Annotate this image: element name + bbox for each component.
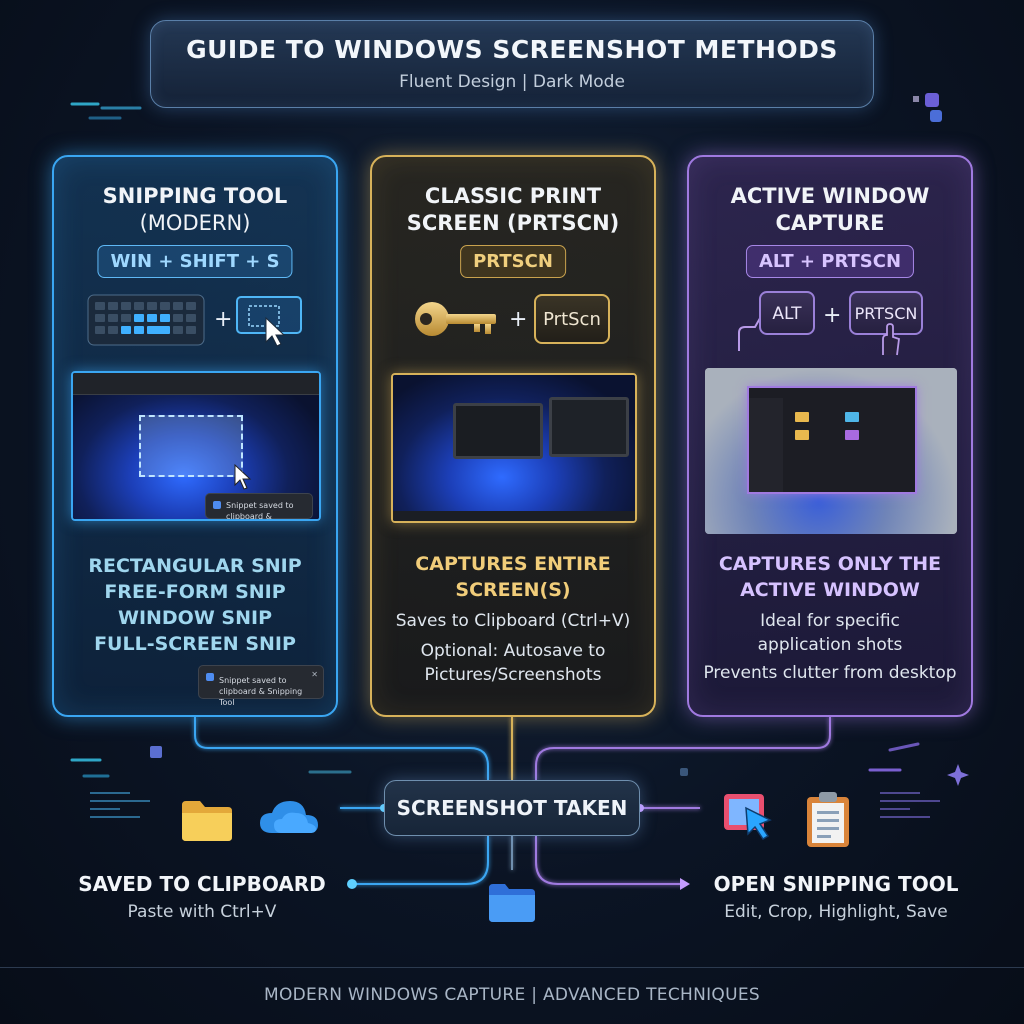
shortcut-badge: ALT + PRTSCN	[745, 245, 915, 278]
onedrive-cloud-icon	[260, 801, 318, 833]
mode-window: WINDOW SNIP	[117, 607, 272, 629]
snip-select-icon	[236, 296, 302, 347]
folder-icon	[795, 412, 809, 422]
shortcut-badge: PRTSCN	[460, 245, 566, 278]
active-window-line1: Ideal for specific application shots	[757, 611, 903, 655]
print-screen-headline: CAPTURES ENTIRE SCREEN(S)	[415, 553, 611, 601]
snip-toast: Snippet saved to clipboard & Snipping To…	[205, 493, 313, 519]
snipping-tool-icon	[213, 501, 221, 509]
explorer-sidebar	[749, 398, 783, 492]
clipboard-icon	[807, 792, 849, 847]
output-snipping-tool: OPEN SNIPPING TOOL Edit, Crop, Highlight…	[696, 872, 976, 922]
active-window-line2: Prevents clutter from desktop	[703, 663, 957, 683]
print-screen-line1: Saves to Clipboard (Ctrl+V)	[395, 611, 631, 631]
folder-icon	[795, 430, 809, 440]
prtscn-key: PrtScn	[534, 294, 610, 344]
monitor-left	[453, 403, 543, 459]
keyboard-icon	[87, 294, 205, 346]
active-window-preview	[705, 368, 957, 534]
footer-divider	[0, 967, 1024, 968]
header-banner: GUIDE TO WINDOWS SCREENSHOT METHODS Flue…	[150, 20, 874, 108]
folder-icon	[182, 801, 232, 841]
key-icon	[415, 302, 496, 336]
snipping-tool-icon	[206, 673, 214, 681]
mode-rectangular: RECTANGULAR SNIP	[88, 555, 302, 577]
panel-active-window: ACTIVE WINDOW CAPTURE ALT + PRTSCN ALT +…	[687, 155, 973, 717]
cursor-icon	[234, 463, 252, 490]
output-clipboard: SAVED TO CLIPBOARD Paste with Ctrl+V	[60, 872, 344, 922]
snip-toast-secondary[interactable]: Snippet saved to clipboard & Snipping To…	[198, 665, 324, 707]
shortcut-badge: WIN + SHIFT + S	[97, 245, 293, 278]
screenshot-taken-node: SCREENSHOT TAKEN	[384, 780, 640, 836]
snip-modes: RECTANGULAR SNIP FREE-FORM SNIP WINDOW S…	[62, 553, 328, 657]
snipping-preview: Snippet saved to clipboard & Snipping To…	[71, 371, 321, 521]
panel-title: CLASSIC PRINT SCREEN (PRTSCN)	[406, 184, 620, 235]
folder-icon	[489, 884, 535, 922]
mode-free-form: FREE-FORM SNIP	[104, 581, 286, 603]
fullscreen-preview	[391, 373, 637, 523]
monitor-right	[549, 397, 629, 457]
panel-title: SNIPPING TOOL (MODERN)	[102, 184, 288, 235]
output-clipboard-title: SAVED TO CLIPBOARD	[78, 872, 326, 896]
folder-icon	[845, 430, 859, 440]
alt-key: ALT	[759, 291, 815, 335]
taskbar	[393, 511, 635, 521]
browser-bar	[73, 373, 319, 395]
mode-full-screen: FULL-SCREEN SNIP	[94, 633, 296, 655]
output-snipping-title: OPEN SNIPPING TOOL	[713, 872, 959, 896]
plus-sign: +	[214, 307, 233, 332]
plus-sign: +	[823, 303, 842, 328]
page-title: GUIDE TO WINDOWS SCREENSHOT METHODS	[186, 35, 838, 64]
output-clipboard-subtitle: Paste with Ctrl+V	[127, 902, 277, 922]
panel-snipping-tool: SNIPPING TOOL (MODERN) WIN + SHIFT + S +	[52, 155, 338, 717]
snipping-tool-icon	[724, 794, 772, 841]
footer-text: MODERN WINDOWS CAPTURE | ADVANCED TECHNI…	[264, 985, 760, 1005]
hand-press-icon	[882, 323, 900, 356]
output-snipping-subtitle: Edit, Crop, Highlight, Save	[724, 902, 948, 922]
panel-title: ACTIVE WINDOW CAPTURE	[730, 184, 930, 235]
snip-selection	[139, 415, 243, 477]
active-window-headline: CAPTURES ONLY THE ACTIVE WINDOW	[718, 553, 942, 601]
print-screen-line2: Optional: Autosave to Pictures/Screensho…	[420, 641, 606, 685]
panel-print-screen: CLASSIC PRINT SCREEN (PRTSCN) PRTSCN + P…	[370, 155, 656, 717]
prtscn-key: PRTSCN	[849, 291, 923, 335]
plus-sign: +	[509, 307, 528, 332]
page-subtitle: Fluent Design | Dark Mode	[399, 72, 625, 92]
close-icon[interactable]: ✕	[311, 670, 318, 679]
folder-icon	[845, 412, 859, 422]
